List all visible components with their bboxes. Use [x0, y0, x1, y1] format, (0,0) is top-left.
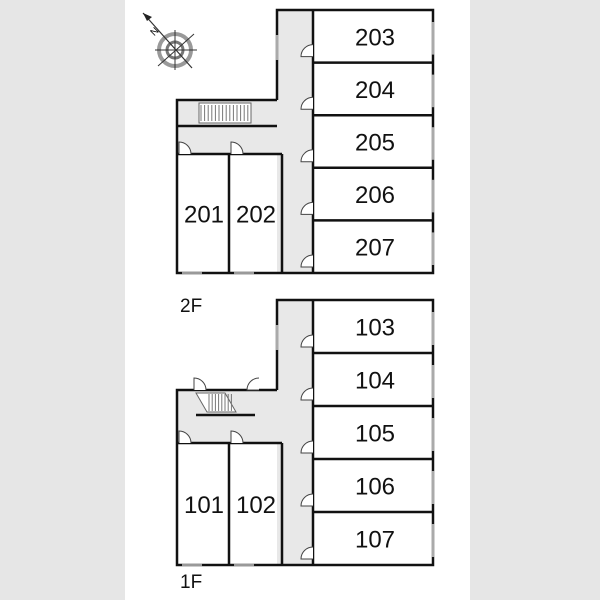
room-107-label: 107 — [355, 527, 395, 554]
room-101-label: 101 — [184, 492, 224, 519]
room-201-label: 201 — [184, 202, 224, 229]
room-203-label: 203 — [355, 24, 395, 51]
door-icon — [230, 141, 244, 155]
door-icon — [300, 493, 314, 507]
floor-label: 2F — [180, 296, 202, 317]
staircase-icon — [198, 102, 252, 124]
room-105-label: 105 — [355, 421, 395, 448]
floor-1f: 103 104 105 106 107 101 102 1F — [175, 298, 435, 593]
door-icon — [300, 387, 314, 401]
compass-north-label: N — [149, 26, 162, 39]
door-icon — [300, 254, 314, 268]
door-icon — [300, 149, 314, 163]
staircase-icon — [195, 392, 255, 417]
door-icon — [246, 377, 260, 391]
door-icon — [300, 546, 314, 560]
room-202-label: 202 — [236, 202, 276, 229]
door-icon — [300, 44, 314, 58]
hallway — [177, 390, 313, 443]
room-204-label: 204 — [355, 77, 395, 104]
door-icon — [300, 96, 314, 110]
compass-icon: N — [142, 12, 197, 70]
door-icon — [300, 334, 314, 348]
room-205-label: 205 — [355, 130, 395, 157]
door-icon — [300, 201, 314, 215]
door-icon — [178, 141, 192, 155]
room-106-label: 106 — [355, 474, 395, 501]
wall — [175, 298, 435, 567]
floor-label: 1F — [180, 572, 202, 593]
room-207-label: 207 — [355, 235, 395, 262]
wall — [175, 8, 435, 275]
door-icon — [178, 430, 192, 444]
room-206-label: 206 — [355, 182, 395, 209]
room-103-label: 103 — [355, 315, 395, 342]
floor-2f: 203 204 205 206 207 201 202 2F — [175, 8, 435, 317]
door-icon — [230, 430, 244, 444]
door-icon — [193, 377, 207, 391]
room-102-label: 102 — [236, 492, 276, 519]
door-icon — [300, 440, 314, 454]
room-104-label: 104 — [355, 368, 395, 395]
